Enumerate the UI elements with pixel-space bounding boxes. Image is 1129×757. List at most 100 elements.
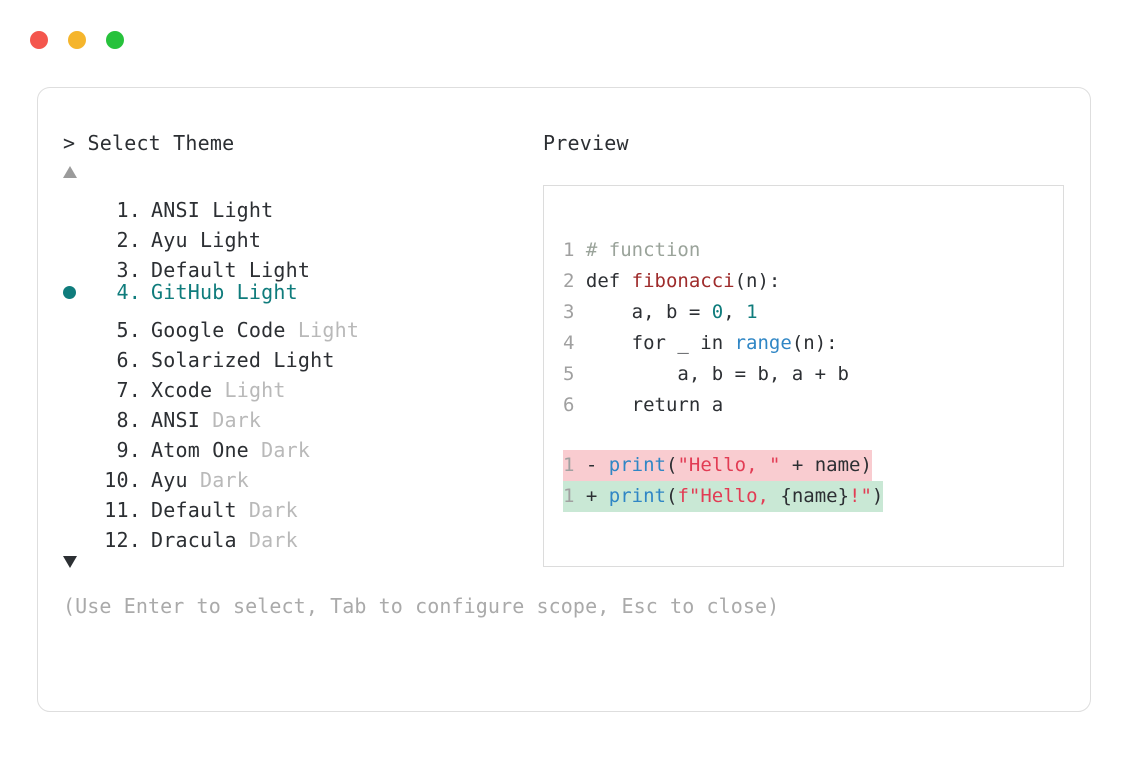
theme-item-name: Solarized Light bbox=[151, 348, 335, 372]
code-token: def bbox=[585, 270, 632, 292]
code-token: !" bbox=[849, 485, 872, 507]
selection-bullet-slot bbox=[63, 397, 93, 427]
preview-column: Preview 1 # function 2 def fibonacci(n): 3… bbox=[543, 130, 1068, 567]
theme-item-name: Ayu Light bbox=[151, 228, 262, 252]
code-line: 6 return a bbox=[563, 390, 1063, 421]
theme-item-number: 7. bbox=[116, 378, 141, 402]
theme-item-number: 4. bbox=[116, 280, 141, 304]
theme-item-variant-suffix: Light bbox=[285, 318, 360, 342]
code-preview: 1 # function 2 def fibonacci(n): 3 a, b = … bbox=[563, 235, 1063, 512]
diff-line-number: 1 bbox=[563, 485, 586, 507]
theme-list-item[interactable]: 2. Ayu Light bbox=[63, 217, 533, 252]
triangle-up-icon bbox=[63, 166, 77, 178]
diff-added-line: 1 + print(f"Hello, {name}!") bbox=[563, 481, 884, 512]
theme-item-variant-suffix: Dark bbox=[236, 528, 298, 552]
code-line-number: 5 bbox=[563, 363, 586, 385]
theme-item-number: 10. bbox=[104, 468, 141, 492]
code-line: 4 for _ in range(n): bbox=[563, 328, 1063, 359]
code-token: ( bbox=[665, 485, 678, 507]
code-token: 0 bbox=[711, 301, 724, 323]
selection-bullet-slot bbox=[63, 367, 93, 397]
code-spacer bbox=[563, 421, 1063, 450]
selection-bullet-slot bbox=[63, 517, 93, 547]
code-line-number: 6 bbox=[563, 394, 586, 416]
keyboard-help-text: (Use Enter to select, Tab to configure s… bbox=[63, 594, 780, 618]
theme-list-item[interactable]: 3.Default Light bbox=[63, 247, 533, 282]
selection-bullet-slot bbox=[63, 487, 93, 517]
code-token: ( bbox=[665, 454, 678, 476]
diff-removed-line: 1 - print("Hello, " + name) bbox=[563, 450, 872, 481]
minimize-button-dot[interactable] bbox=[68, 31, 86, 49]
theme-list-item[interactable]: 11.Default Dark bbox=[63, 487, 533, 522]
scroll-down-indicator[interactable] bbox=[63, 553, 533, 573]
selection-bullet-slot bbox=[63, 187, 93, 217]
theme-item-number: 8. bbox=[116, 408, 141, 432]
theme-item-variant-suffix: Dark bbox=[199, 408, 262, 432]
theme-item-number: 5. bbox=[116, 318, 141, 342]
theme-list-item[interactable]: 8. ANSI Dark bbox=[63, 397, 533, 432]
selection-bullet-slot bbox=[63, 278, 93, 308]
selection-bullet-slot bbox=[63, 217, 93, 247]
theme-item-variant-suffix: Dark bbox=[248, 438, 311, 462]
selection-bullet-slot bbox=[63, 307, 93, 337]
code-token: "Hello, " bbox=[677, 454, 781, 476]
diff-marker: - bbox=[585, 454, 609, 476]
code-line: 2 def fibonacci(n): bbox=[563, 266, 1063, 297]
theme-list-item[interactable]: 1. ANSI Light bbox=[63, 187, 533, 222]
theme-list-item[interactable]: 6.Solarized Light bbox=[63, 337, 533, 372]
theme-item-variant-suffix: Light bbox=[212, 378, 286, 402]
theme-item-number: 2. bbox=[116, 228, 141, 252]
close-button-dot[interactable] bbox=[30, 31, 48, 49]
triangle-down-icon bbox=[63, 556, 77, 568]
theme-list-item[interactable]: 7. Xcode Light bbox=[63, 367, 533, 402]
preview-title: Preview bbox=[543, 131, 629, 155]
window-traffic-lights bbox=[30, 31, 124, 49]
code-token: ) bbox=[871, 485, 884, 507]
selection-bullet-slot bbox=[63, 427, 93, 457]
theme-item-number: 12. bbox=[104, 528, 141, 552]
theme-item-name: GitHub Light bbox=[151, 280, 298, 304]
theme-item-name: ANSI bbox=[151, 408, 200, 432]
theme-list-item[interactable]: 10. Ayu Dark bbox=[63, 457, 533, 492]
code-line-number: 3 bbox=[563, 301, 586, 323]
theme-item-variant-suffix: Dark bbox=[236, 498, 298, 522]
theme-item-name: Xcode bbox=[151, 378, 213, 402]
code-token: return a bbox=[585, 394, 724, 416]
prompt-label: > Select Theme bbox=[63, 131, 235, 155]
code-token: print bbox=[608, 485, 666, 507]
theme-item-name: ANSI Light bbox=[151, 198, 274, 222]
code-line-number: 4 bbox=[563, 332, 586, 354]
selected-bullet-icon bbox=[63, 286, 76, 299]
theme-list-item[interactable]: 5. Google Code Light bbox=[63, 307, 533, 342]
diff-line-number: 1 bbox=[563, 454, 586, 476]
theme-item-name: Dracula bbox=[151, 528, 237, 552]
code-token: a, b = bbox=[585, 301, 712, 323]
theme-item-number: 1. bbox=[116, 198, 141, 222]
theme-list-item[interactable]: 4. GitHub Light bbox=[63, 277, 533, 307]
code-token: a, b = b, a + b bbox=[585, 363, 849, 385]
code-line: 5 a, b = b, a + b bbox=[563, 359, 1063, 390]
diff-marker: + bbox=[585, 485, 609, 507]
maximize-button-dot[interactable] bbox=[106, 31, 124, 49]
diff-line-row: 1 - print("Hello, " + name) bbox=[563, 450, 1063, 481]
code-token: {name} bbox=[780, 485, 850, 507]
theme-item-number: 11. bbox=[104, 498, 141, 522]
theme-item-name: Ayu bbox=[151, 468, 188, 492]
code-token: range bbox=[734, 332, 792, 354]
scroll-up-indicator[interactable] bbox=[63, 163, 533, 183]
theme-item-name: Atom One bbox=[151, 438, 249, 462]
code-token: (n): bbox=[734, 270, 781, 292]
theme-item-number: 3. bbox=[116, 258, 141, 282]
theme-list-item[interactable]: 12. Dracula Dark bbox=[63, 517, 533, 552]
theme-item-variant-suffix: Dark bbox=[187, 468, 249, 492]
code-token: for _ in bbox=[585, 332, 735, 354]
theme-item-name: Google Code bbox=[151, 318, 286, 342]
code-token: (n): bbox=[791, 332, 838, 354]
theme-list-item[interactable]: 9.Atom One Dark bbox=[63, 427, 533, 462]
code-token: # function bbox=[585, 239, 701, 261]
selection-bullet-slot bbox=[63, 337, 93, 367]
